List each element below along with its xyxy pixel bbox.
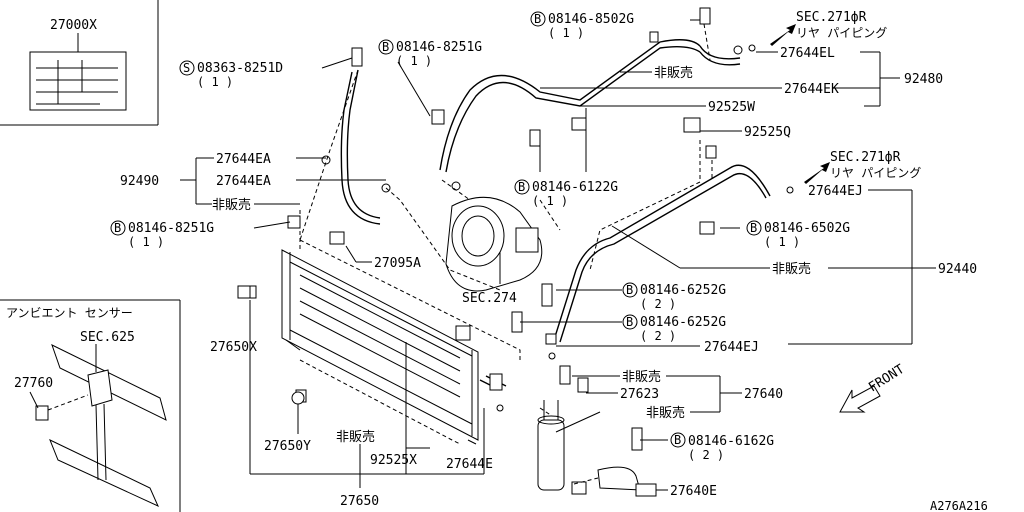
marker-b-6502g: B	[746, 220, 762, 236]
label-08146-6122g-qty: ( 1 )	[532, 194, 568, 208]
arrow-sec271-top	[770, 24, 796, 46]
marker-b-8502g: B	[530, 11, 546, 27]
arrow-sec271-mid	[804, 162, 830, 184]
label-27000x: 27000X	[50, 18, 97, 33]
label-08146-8251g-top-qty: ( 1 )	[396, 54, 432, 68]
label-sec271r-top: SEC.271фR	[796, 10, 867, 25]
label-27760: 27760	[14, 376, 53, 391]
figure-code: A276A216	[930, 499, 988, 512]
front-arrow-icon	[839, 385, 881, 413]
label-hiban-top: 非販売	[654, 65, 693, 81]
marker-b-6252g-2: B	[622, 314, 638, 330]
label-92525w: 92525W	[708, 100, 755, 115]
label-hiban-bottom: 非販売	[336, 429, 375, 445]
marker-b-8251g-top: B	[378, 39, 394, 55]
label-08146-8251g-left-qty: ( 1 )	[128, 235, 164, 249]
label-sec274: SEC.274	[462, 291, 517, 306]
label-08146-6252g-1: 08146-6252G	[640, 283, 726, 298]
label-hiban-r2: 非販売	[646, 405, 685, 421]
label-inset-box	[0, 0, 159, 126]
label-27623: 27623	[620, 387, 659, 402]
label-08146-8251g-top: 08146-8251G	[396, 40, 482, 55]
label-27644ea-2: 27644EA	[216, 174, 271, 189]
label-27640: 27640	[744, 387, 783, 402]
label-hiban-mid: 非販売	[772, 261, 811, 277]
label-27650y: 27650Y	[264, 439, 311, 454]
svg-text:B: B	[534, 12, 541, 26]
fasteners	[237, 7, 794, 495]
label-92440: 92440	[938, 262, 977, 277]
label-08146-8251g-left: 08146-8251G	[128, 221, 214, 236]
label-27095a: 27095A	[374, 256, 421, 271]
svg-text:B: B	[626, 315, 633, 329]
label-hiban-left: 非販売	[212, 197, 251, 213]
condenser	[245, 249, 479, 445]
svg-text:B: B	[750, 221, 757, 235]
label-sec271r-mid-jp: リヤ パイピング	[830, 166, 921, 180]
label-92480: 92480	[904, 72, 943, 87]
marker-b-6162g: B	[670, 432, 686, 448]
piping	[340, 39, 771, 391]
ambient-sensor-inset	[0, 299, 181, 512]
svg-text:S: S	[183, 61, 190, 75]
label-27644ej-top: 27644EJ	[808, 184, 863, 199]
label-08363-8251d-qty: ( 1 )	[197, 75, 233, 89]
label-08146-6162g-qty: ( 2 )	[688, 448, 724, 462]
label-27644ea-1: 27644EA	[216, 152, 271, 167]
label-sec271r-top-jp: リヤ パイピング	[796, 26, 887, 40]
label-08146-6502g-qty: ( 1 )	[764, 235, 800, 249]
label-27644ej-bot: 27644EJ	[704, 340, 759, 355]
leader-lines	[180, 19, 936, 491]
label-08146-8502g-qty: ( 1 )	[548, 26, 584, 40]
svg-text:B: B	[114, 221, 121, 235]
receiver-drier	[537, 400, 657, 497]
label-08146-6122g: 08146-6122G	[532, 180, 618, 195]
label-92490: 92490	[120, 174, 159, 189]
dashed-leaders	[299, 23, 713, 485]
label-27644el: 27644EL	[780, 46, 835, 61]
svg-text:B: B	[626, 283, 633, 297]
svg-text:B: B	[674, 433, 681, 447]
label-27644e: 27644E	[446, 457, 493, 472]
label-27644ek: 27644EK	[784, 82, 839, 97]
label-08363-8251d: 08363-8251D	[197, 61, 283, 76]
label-27650: 27650	[340, 494, 379, 509]
marker-b-6252g-1: B	[622, 282, 638, 298]
label-92525q: 92525Q	[744, 125, 791, 140]
label-08146-6252g-2-qty: ( 2 )	[640, 329, 676, 343]
svg-text:B: B	[518, 180, 525, 194]
label-08146-8502g: 08146-8502G	[548, 12, 634, 27]
label-08146-6162g: 08146-6162G	[688, 434, 774, 449]
label-27640e: 27640E	[670, 484, 717, 499]
label-08146-6502g: 08146-6502G	[764, 221, 850, 236]
label-sec271r-mid: SEC.271фR	[830, 150, 901, 165]
marker-b-6122g: B	[514, 179, 530, 195]
svg-text:B: B	[382, 40, 389, 54]
label-front: FRONT	[866, 362, 907, 396]
label-08146-6252g-1-qty: ( 2 )	[640, 297, 676, 311]
label-ambient-sensor: アンビエント センサー	[6, 306, 133, 320]
label-sec625: SEC.625	[80, 330, 135, 345]
marker-b-8251g-left: B	[110, 220, 126, 236]
marker-s-8251d: S	[179, 60, 195, 76]
label-08146-6252g-2: 08146-6252G	[640, 315, 726, 330]
label-92525x: 92525X	[370, 453, 417, 468]
label-hiban-r1: 非販売	[622, 369, 661, 385]
label-27650x: 27650X	[210, 340, 257, 355]
compressor	[445, 196, 543, 292]
